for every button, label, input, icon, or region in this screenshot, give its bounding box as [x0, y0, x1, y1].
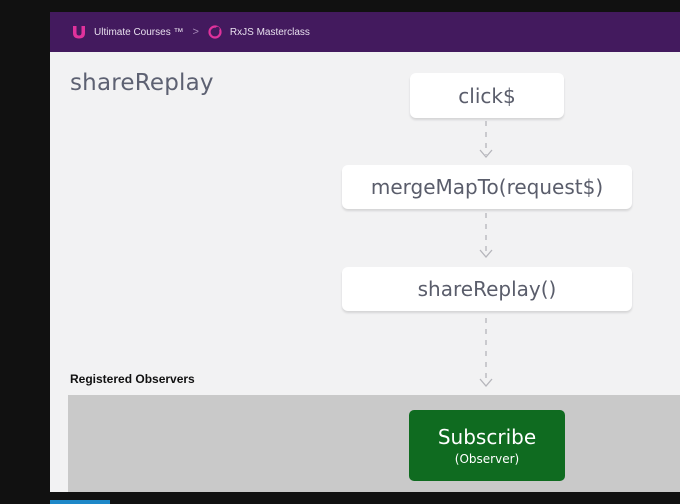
dashed-arrow-down-icon: [476, 316, 496, 390]
ultimate-courses-logo-icon[interactable]: [72, 25, 86, 39]
breadcrumb-course[interactable]: RxJS Masterclass: [229, 26, 310, 38]
breadcrumb-separator: >: [192, 26, 199, 38]
left-gutter: [0, 0, 50, 504]
progress-accent: [50, 500, 110, 504]
operator-box-click: click$: [410, 73, 564, 118]
operator-box-mergemapto: mergeMapTo(request$): [342, 165, 632, 209]
registered-observers-label: Registered Observers: [70, 372, 195, 386]
slide-title: shareReplay: [70, 70, 214, 96]
course-header-bar: Ultimate Courses ™ > RxJS Masterclass: [50, 12, 680, 52]
dashed-arrow-down-icon: [476, 119, 496, 163]
operator-box-sharereplay: shareReplay(): [342, 267, 632, 311]
observers-panel: [68, 395, 680, 492]
video-frame: Ultimate Courses ™ > RxJS Masterclass sh…: [50, 12, 680, 492]
dashed-arrow-down-icon: [476, 211, 496, 263]
observer-sublabel: (Observer): [454, 452, 520, 466]
breadcrumb-brand[interactable]: Ultimate Courses ™: [94, 26, 184, 38]
rxjs-logo-icon: [208, 25, 222, 39]
subscribe-observer-button[interactable]: Subscribe (Observer): [409, 410, 565, 481]
subscribe-label: Subscribe: [437, 425, 537, 449]
